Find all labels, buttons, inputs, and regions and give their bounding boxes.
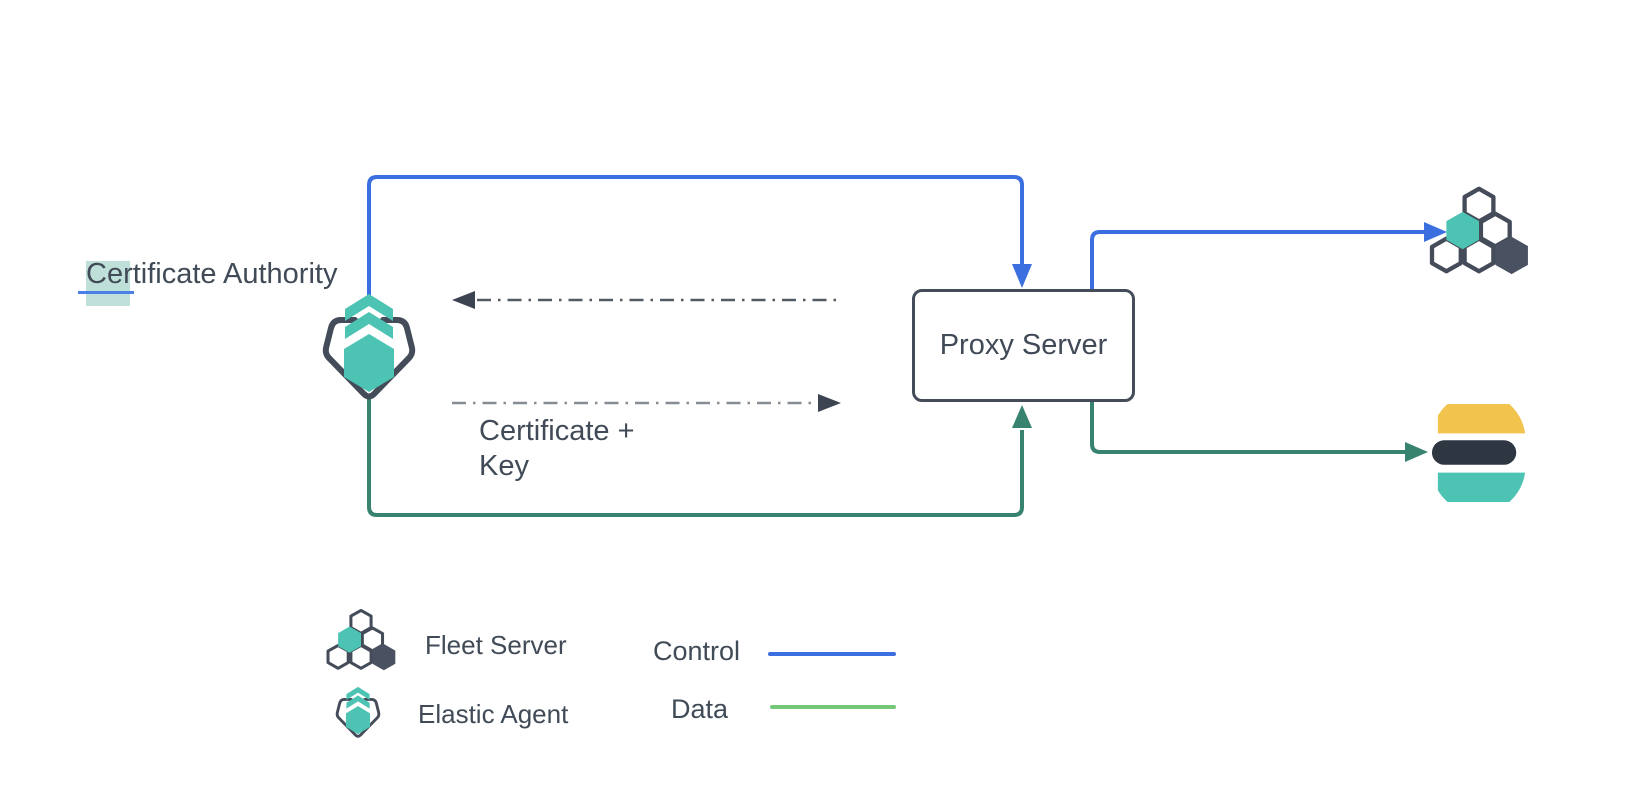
cert-exchange-arrowhead-right-icon [818,394,841,412]
elasticsearch-logo-icon [1429,404,1529,502]
legend-elastic-agent-label: Elastic Agent [418,699,569,729]
control-edge-agent-to-proxy [367,175,1024,298]
data-arrowhead-up-icon [1012,405,1032,428]
legend-fleet-server-icon [326,607,396,673]
control-arrowhead-down-icon [1012,264,1032,288]
proxy-server-label: Proxy Server [939,329,1108,361]
certificate-key-label: Certificate + Key [479,415,635,482]
proxy-server-node: Proxy Server [912,289,1135,402]
control-arrowhead-right-icon [1424,222,1447,242]
legend-data-label: Data [671,694,729,724]
certificate-authority-label: Certificate Authority [86,258,338,290]
elastic-agent-icon [311,284,427,404]
legend-control-line [768,652,896,656]
data-arrowhead-right-icon [1405,442,1428,462]
legend-data-line [770,705,896,709]
data-edge-agent-to-proxy [367,394,1024,517]
data-edge-proxy-to-elasticsearch [1090,402,1407,454]
legend-elastic-agent-icon [330,682,386,740]
legend-fleet-server-label: Fleet Server [425,630,567,660]
cert-exchange-arrowhead-left-icon [452,291,475,309]
text-highlight [86,261,130,306]
text-cursor-underline [78,291,134,294]
legend-control-label: Control [653,636,741,666]
fleet-server-icon [1429,184,1529,278]
control-edge-proxy-to-fleet [1090,230,1426,289]
